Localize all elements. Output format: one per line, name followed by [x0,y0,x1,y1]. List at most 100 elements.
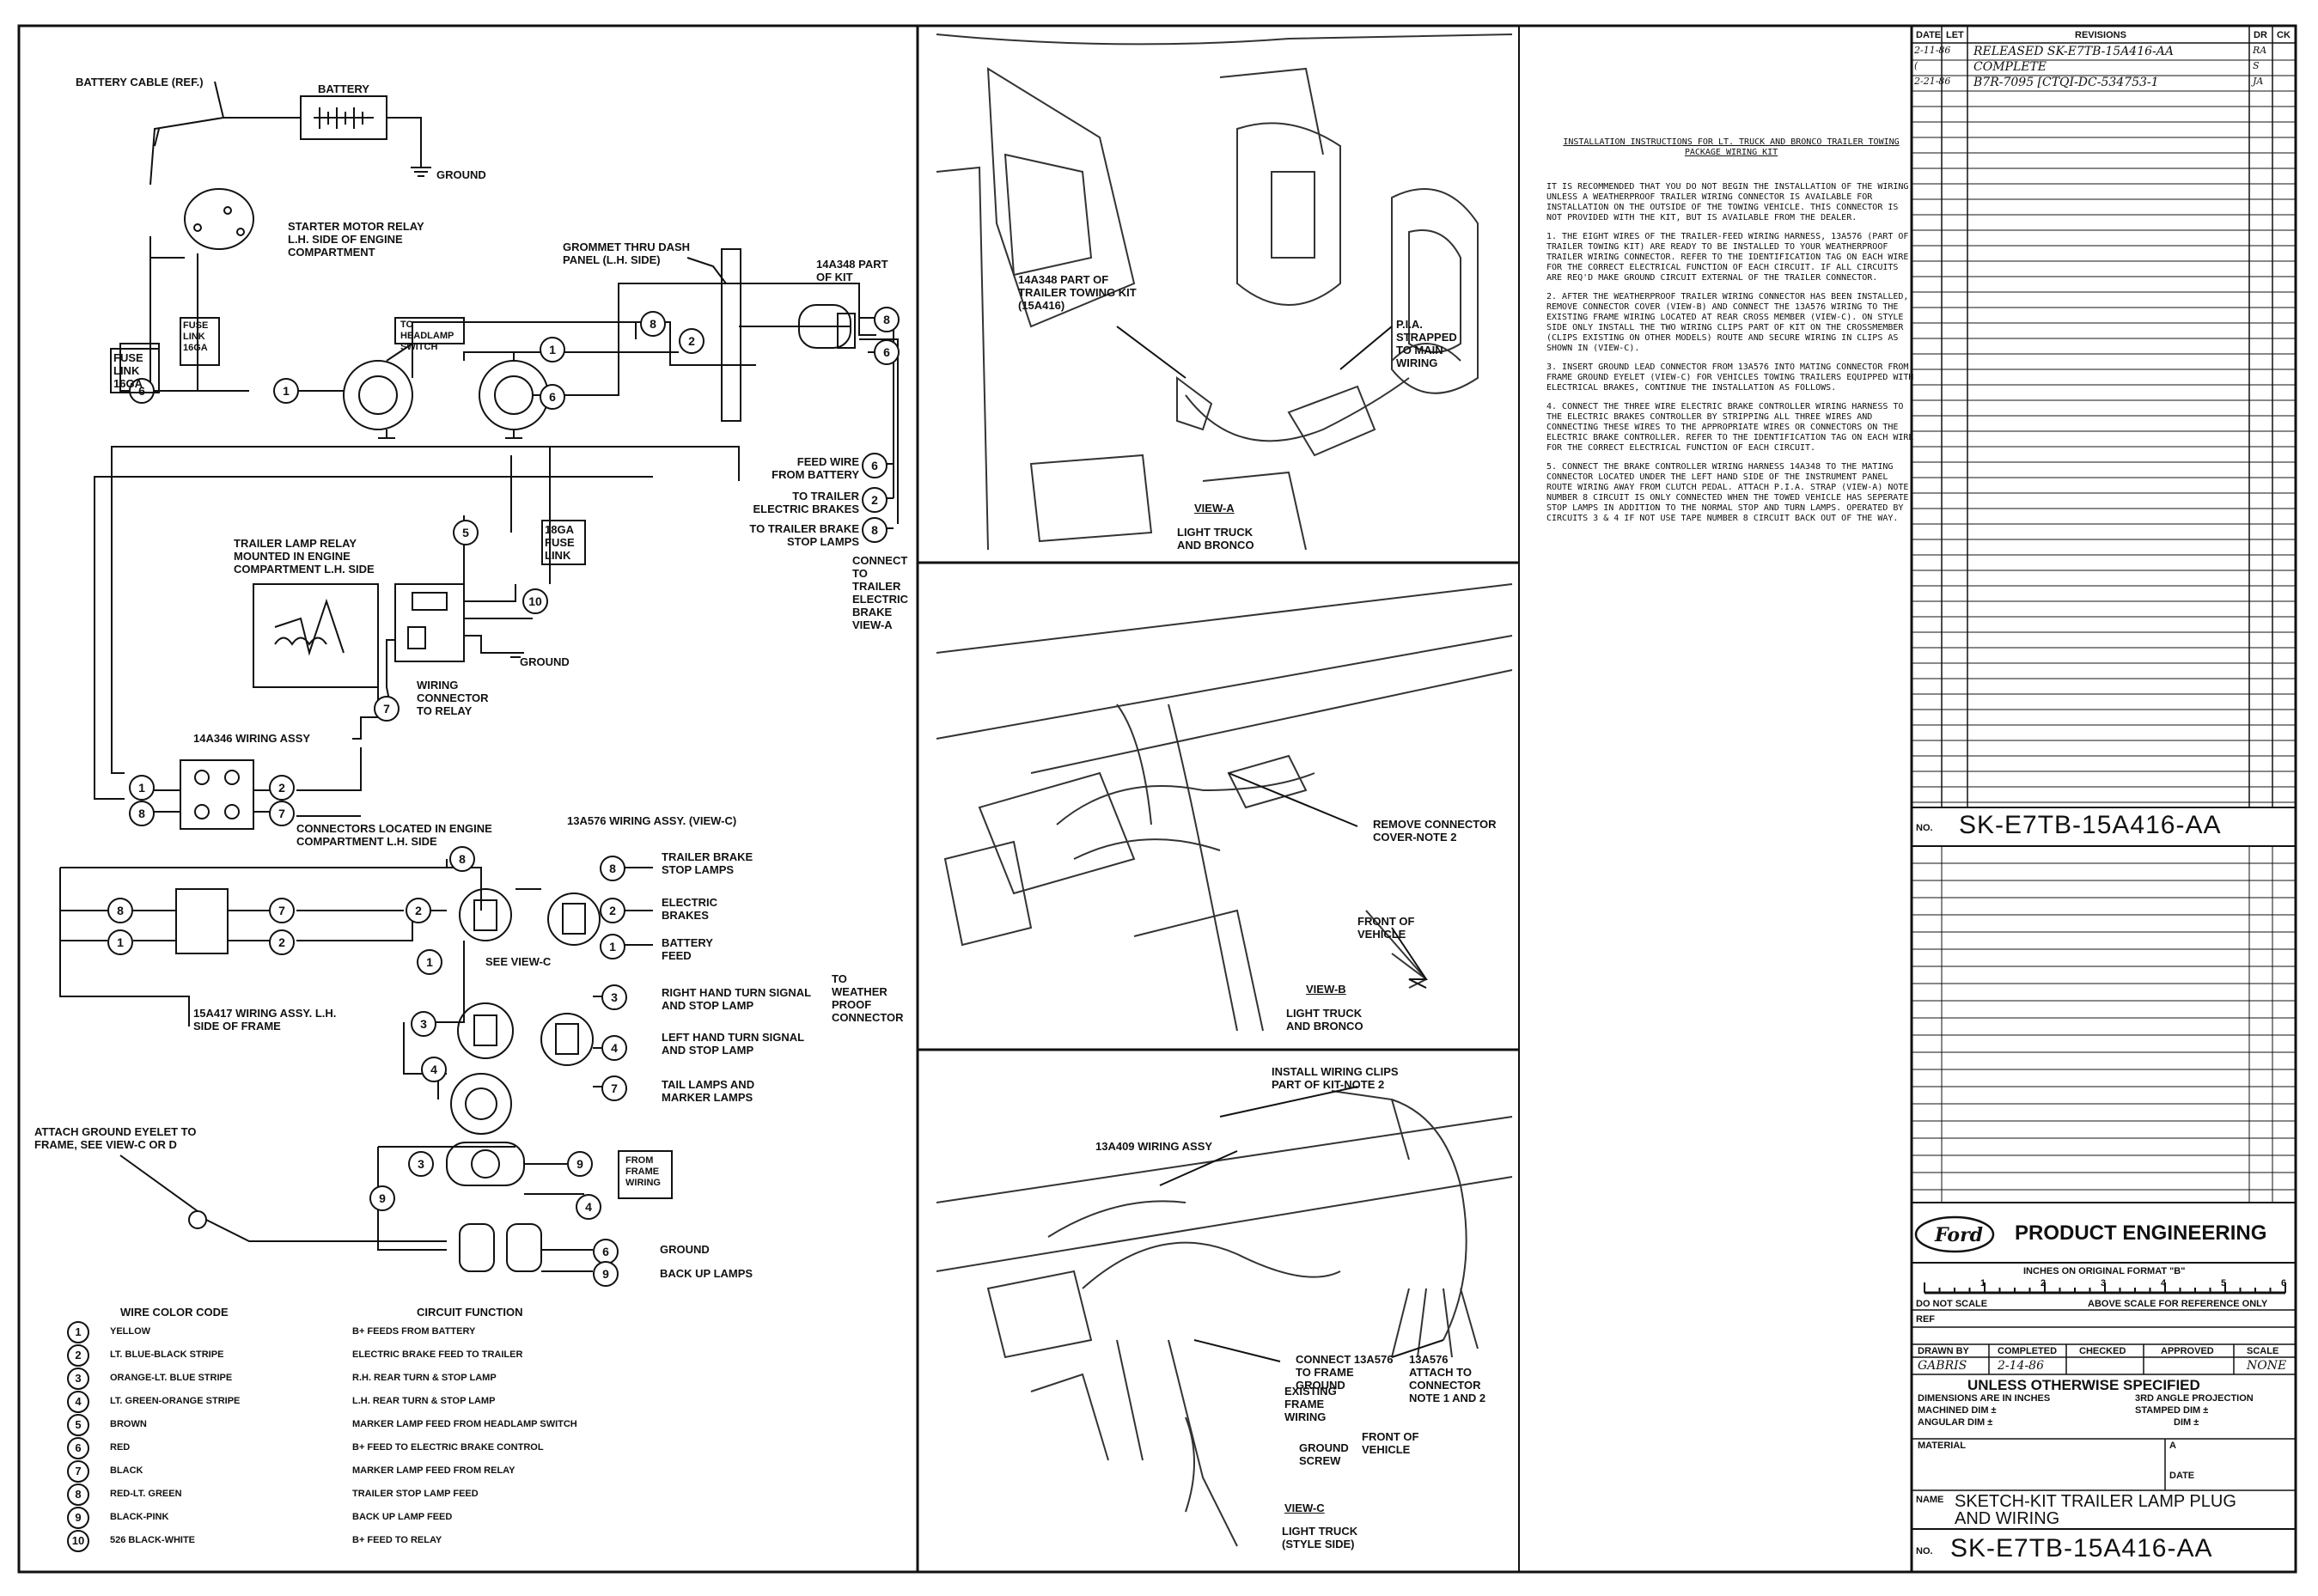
legend-color: LT. GREEN-ORANGE STRIPE [110,1396,241,1406]
legend-function: MARKER LAMP FEED FROM HEADLAMP SWITCH [352,1419,577,1429]
circuit-3-marker: 3 [601,984,627,1010]
circuit-7-marker: 7 [269,801,295,826]
rev-description: COMPLETE [1973,60,2047,74]
legend-number: 1 [67,1321,89,1343]
legend-color: BLACK [110,1465,143,1476]
instruction-step: 2. AFTER THE WEATHERPROOF TRAILER WIRING… [1546,292,1909,353]
rev-description: RELEASED SK-E7TB-15A416-AA [1973,45,2174,58]
name-label: NAME [1916,1495,1944,1505]
circuit-2-marker: 2 [406,898,431,923]
drawing-name: SKETCH-KIT TRAILER LAMP PLUG AND WIRING [1955,1492,2236,1528]
circuit-9-marker: 9 [369,1185,395,1211]
ford-logo: Ford [1935,1224,1984,1246]
circuit-6-marker: 6 [540,384,565,410]
view-a-part-label: 14A348 PART OF TRAILER TOWING KIT (15A41… [1018,273,1137,312]
instruction-step: 3. INSERT GROUND LEAD CONNECTOR FROM 13A… [1546,362,1914,393]
circuit-3-marker: 3 [408,1151,434,1177]
rev-header-date: DATE [1916,30,1942,40]
ground-relay-label: GROUND [520,655,570,668]
battery-label: BATTERY [318,82,369,95]
drawn-by-label: DRAWN BY [1918,1346,1969,1356]
no-label-bottom: NO. [1916,1546,1933,1556]
legend-function: ELECTRIC BRAKE FEED TO TRAILER [352,1349,523,1360]
ground2-label: GROUND [660,1243,710,1256]
instructions-intro: IT IS RECOMMENDED THAT YOU DO NOT BEGIN … [1546,182,1909,222]
machined-label: MACHINED DIM ± [1918,1405,1997,1416]
legend-number: 5 [67,1414,89,1436]
existing-frame-label: EXISTING FRAME WIRING [1284,1385,1337,1423]
circuit-1-marker: 1 [417,949,442,975]
from-frame-label: FROM FRAME WIRING [625,1155,661,1188]
battery-cable-label: BATTERY CABLE (REF.) [76,76,204,88]
legend-number: 6 [67,1437,89,1459]
part-14a348-label: 14A348 PART OF KIT [816,258,888,283]
rev-date: ( [1914,60,1918,71]
legend-number: 9 [67,1507,89,1529]
fuse-18ga-label: 18GA FUSE LINK [541,520,586,565]
back-up-label: BACK UP LAMPS [660,1267,753,1280]
rev-header-dr: DR [2254,30,2267,40]
connect-trailer-label: CONNECT TO TRAILER ELECTRIC BRAKE VIEW-A [852,554,908,631]
assy-13a409-label: 13A409 WIRING ASSY [1095,1140,1213,1153]
circuit-7-marker: 7 [269,898,295,923]
inches-label: INCHES ON ORIGINAL FORMAT "B" [2023,1266,2186,1276]
fuse-link-left: FUSE LINK 16GA [110,348,160,393]
tail-lamps-label: TAIL LAMPS AND MARKER LAMPS [662,1078,755,1104]
rev-date: 2-21-86 [1914,76,1951,87]
scale-number: 5 [2221,1278,2227,1288]
circuit-8-marker: 8 [862,517,888,543]
remove-connector-label: REMOVE CONNECTOR COVER-NOTE 2 [1373,818,1497,844]
circuit-8-marker: 8 [107,898,133,923]
legend-number: 8 [67,1483,89,1506]
rev-date: 2-11-86 [1914,45,1951,56]
rh-turn-label: RIGHT HAND TURN SIGNAL AND STOP LAMP [662,986,811,1012]
drawing-number-bottom: SK-E7TB-15A416-AA [1950,1534,2213,1562]
unless-label: UNLESS OTHERWISE SPECIFIED [1967,1377,2200,1393]
legend-color: RED [110,1442,131,1453]
legend-color: LT. BLUE-BLACK STRIPE [110,1349,224,1360]
circuit-3-marker: 3 [411,1011,436,1037]
attach-ground-label: ATTACH GROUND EYELET TO FRAME, SEE VIEW-… [34,1125,197,1151]
instruction-step: 1. THE EIGHT WIRES OF THE TRAILER-FEED W… [1546,232,1909,283]
circuit-2-marker: 2 [679,328,705,354]
assy-15a417-label: 15A417 WIRING ASSY. L.H. SIDE OF FRAME [193,1007,337,1033]
legend-function: MARKER LAMP FEED FROM RELAY [352,1465,515,1476]
instruction-step: 5. CONNECT THE BRAKE CONTROLLER WIRING H… [1546,462,1914,523]
view-c-sub: LIGHT TRUCK (STYLE SIDE) [1282,1525,1358,1550]
legend-color: ORANGE-LT. BLUE STRIPE [110,1373,233,1383]
legend-function: B+ FEED TO ELECTRIC BRAKE CONTROL [352,1442,544,1453]
instructions-steps: 1. THE EIGHT WIRES OF THE TRAILER-FEED W… [1546,232,1916,524]
angular-label: ANGULAR DIM ± [1918,1417,1993,1428]
lh-turn-label: LEFT HAND TURN SIGNAL AND STOP LAMP [662,1031,804,1057]
drawing-number-mid: SK-E7TB-15A416-AA [1959,811,2222,839]
rev-dr: S [2253,60,2260,71]
legend-function: B+ FEED TO RELAY [352,1535,442,1545]
do-not-scale: DO NOT SCALE [1916,1299,1988,1309]
view-b-title: VIEW-B [1306,983,1346,996]
legend-color: 526 BLACK-WHITE [110,1535,196,1545]
circuit-7-marker: 7 [374,696,400,722]
pia-label: P.I.A. STRAPPED TO MAIN WIRING [1396,318,1457,369]
circuit-4-marker: 4 [421,1057,447,1082]
view-a-sub: LIGHT TRUCK AND BRONCO [1177,526,1254,551]
company-label: PRODUCT ENGINEERING [2015,1221,2267,1245]
legend-function: L.H. REAR TURN & STOP LAMP [352,1396,496,1406]
legend-color: BLACK-PINK [110,1512,169,1522]
circuit-7-marker: 7 [601,1075,627,1101]
circuit-8-marker: 8 [129,801,155,826]
no-label-mid: NO. [1916,823,1933,833]
installation-instructions: INSTALLATION INSTRUCTIONS FOR LT. TRUCK … [1546,137,1916,533]
ref-label: REF [1916,1314,1935,1325]
trailer-brakes-label: TO TRAILER ELECTRIC BRAKES [753,490,859,515]
circuit-4-marker: 4 [601,1035,627,1061]
legend-function: TRAILER STOP LAMP FEED [352,1489,479,1499]
circuit-1-marker: 1 [107,929,133,955]
circuit-8-marker: 8 [874,307,900,332]
starter-relay-label: STARTER MOTOR RELAY L.H. SIDE OF ENGINE … [288,220,424,259]
instruction-step: 4. CONNECT THE THREE WIRE ELECTRIC BRAKE… [1546,402,1914,453]
legend-function: BACK UP LAMP FEED [352,1512,453,1522]
above-scale: ABOVE SCALE FOR REFERENCE ONLY [2088,1299,2268,1309]
legend-number: 10 [67,1530,89,1552]
rev-header-ck: CK [2277,30,2291,40]
